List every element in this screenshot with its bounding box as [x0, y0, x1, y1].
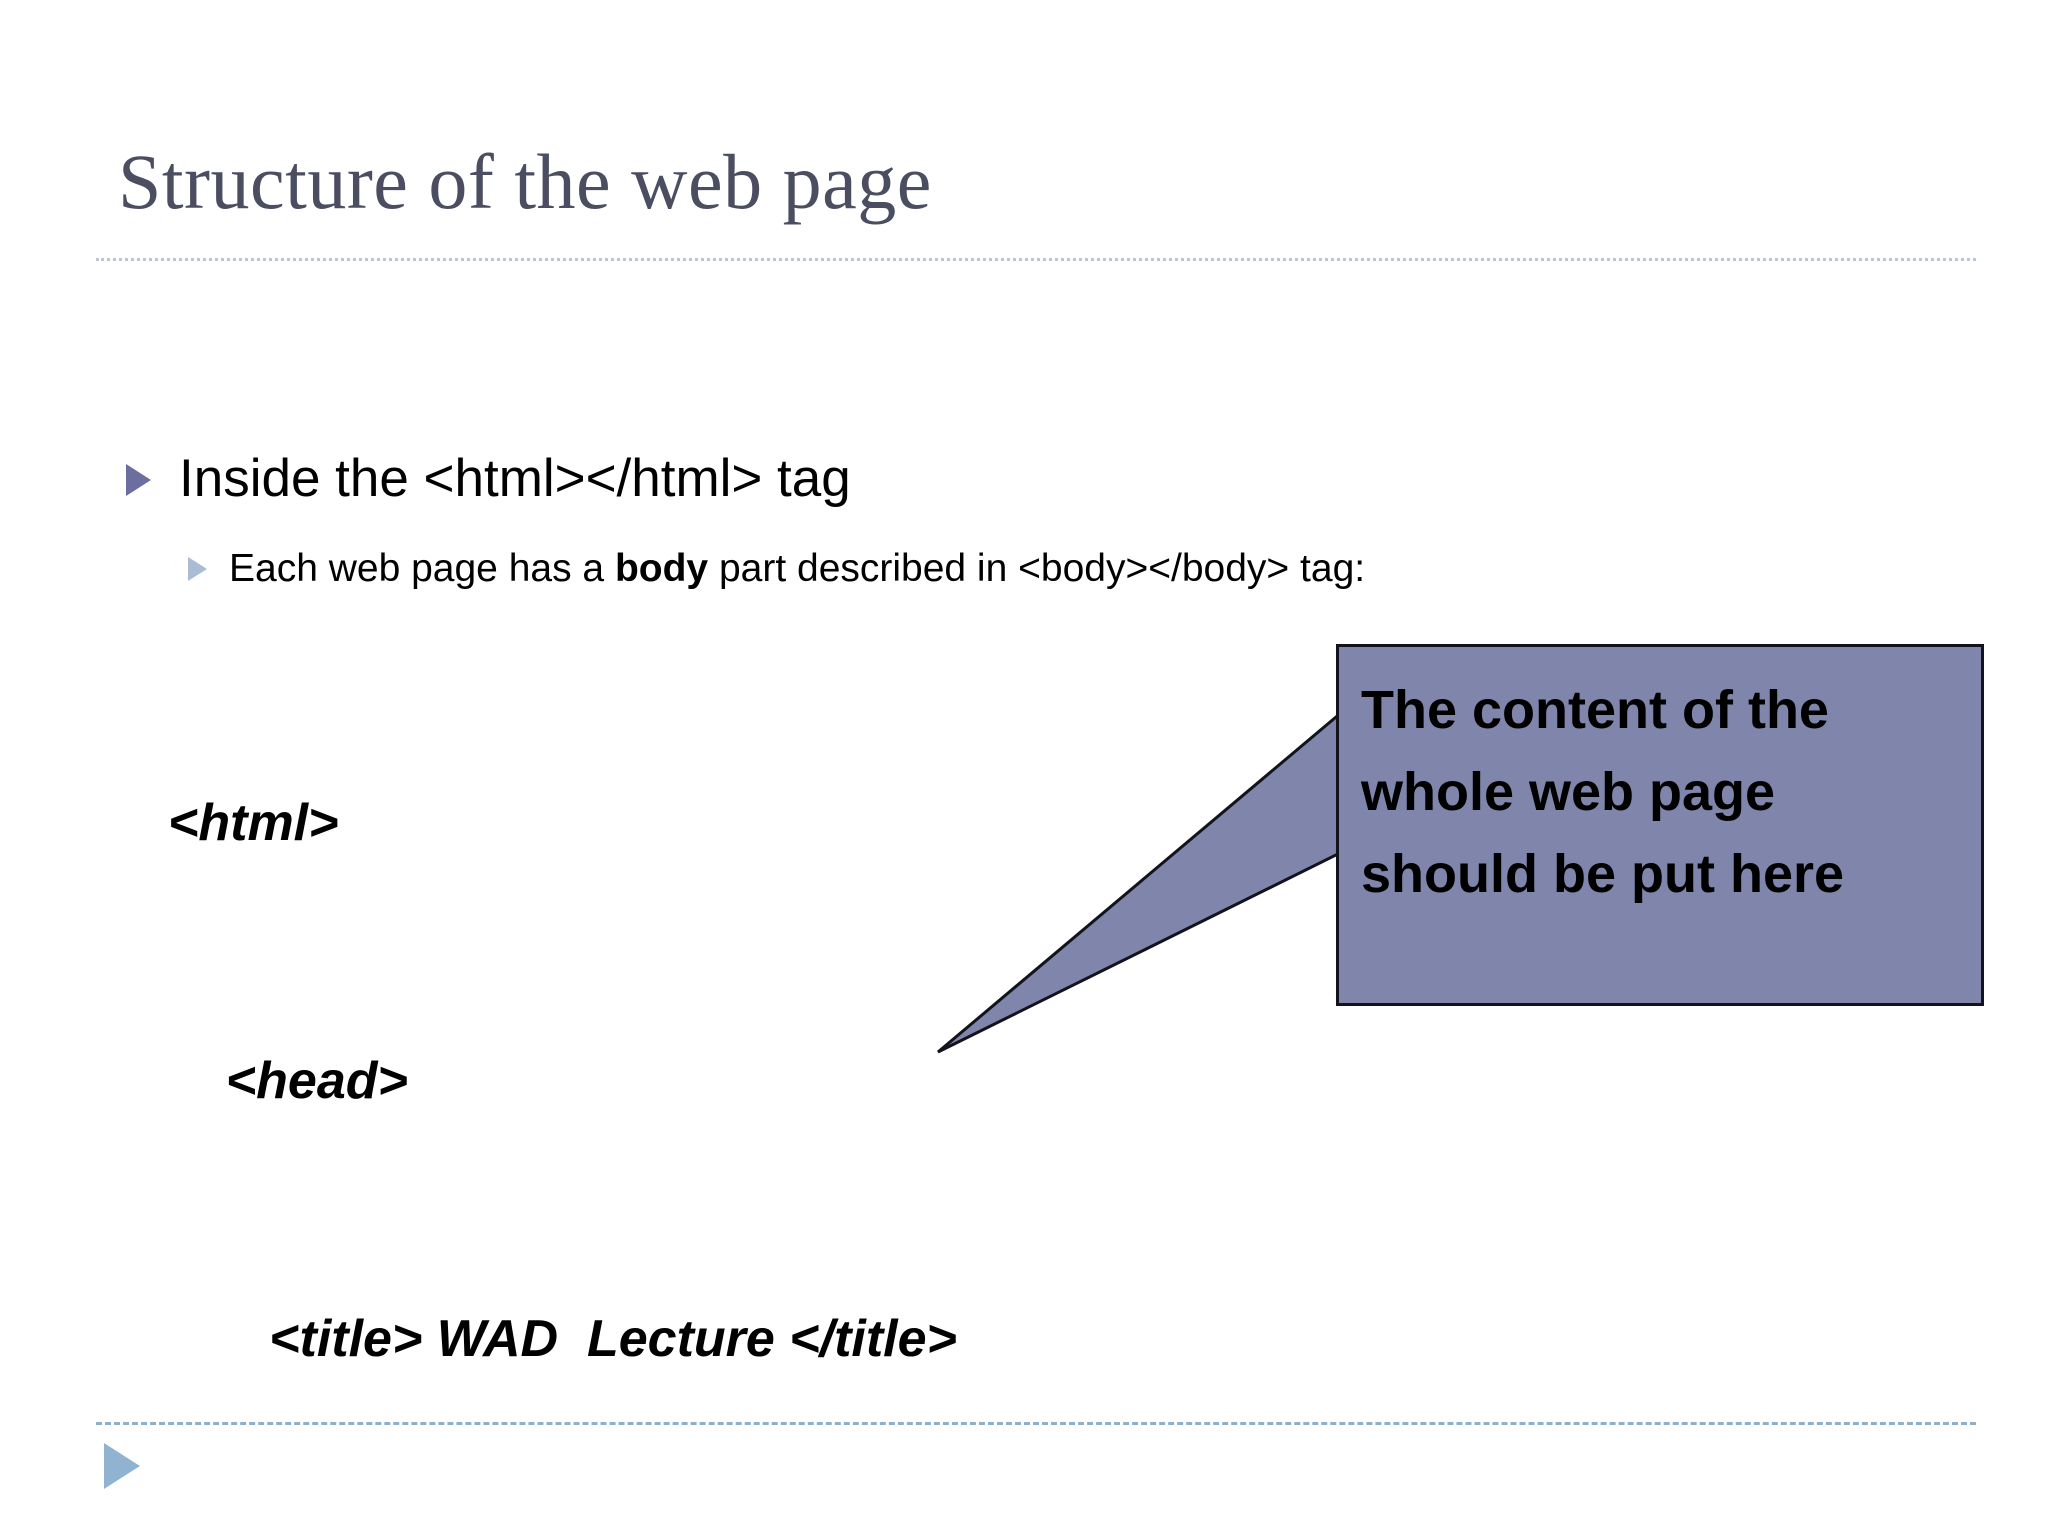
bullet-level2-emphasis: body [614, 547, 709, 590]
sub-bullet-triangle-icon [188, 557, 207, 581]
code-sample: <html> <head> <title> WAD Lecture </titl… [168, 608, 962, 1536]
callout-text: The content of the whole web page should… [1361, 680, 1845, 904]
code-line-html-open: <html> [168, 794, 339, 852]
bullet-level2-suffix: part described in <body></body> tag: [708, 547, 1366, 590]
callout-box: The content of the whole web page should… [1336, 644, 1984, 1006]
bullet-level1-label: Inside the <html></html> tag [179, 449, 851, 508]
play-triangle-icon[interactable] [104, 1443, 140, 1489]
bullet-level2-label: Each web page has a body part described … [229, 545, 1365, 593]
bullet-level1: Inside the <html></html> tag [126, 448, 851, 510]
code-line-head-open: <head> [168, 1052, 408, 1110]
bullet-level2: Each web page has a body part described … [188, 545, 1365, 593]
callout-pointer-icon [937, 708, 1344, 1054]
bullet-triangle-icon [126, 464, 151, 496]
page-title: Structure of the web page [118, 138, 932, 225]
title-divider [96, 258, 1976, 261]
bullet-level2-prefix: Each web page has a [229, 547, 615, 590]
code-line-title: <title> WAD Lecture </title> [168, 1310, 957, 1368]
footer-divider [96, 1422, 1976, 1425]
